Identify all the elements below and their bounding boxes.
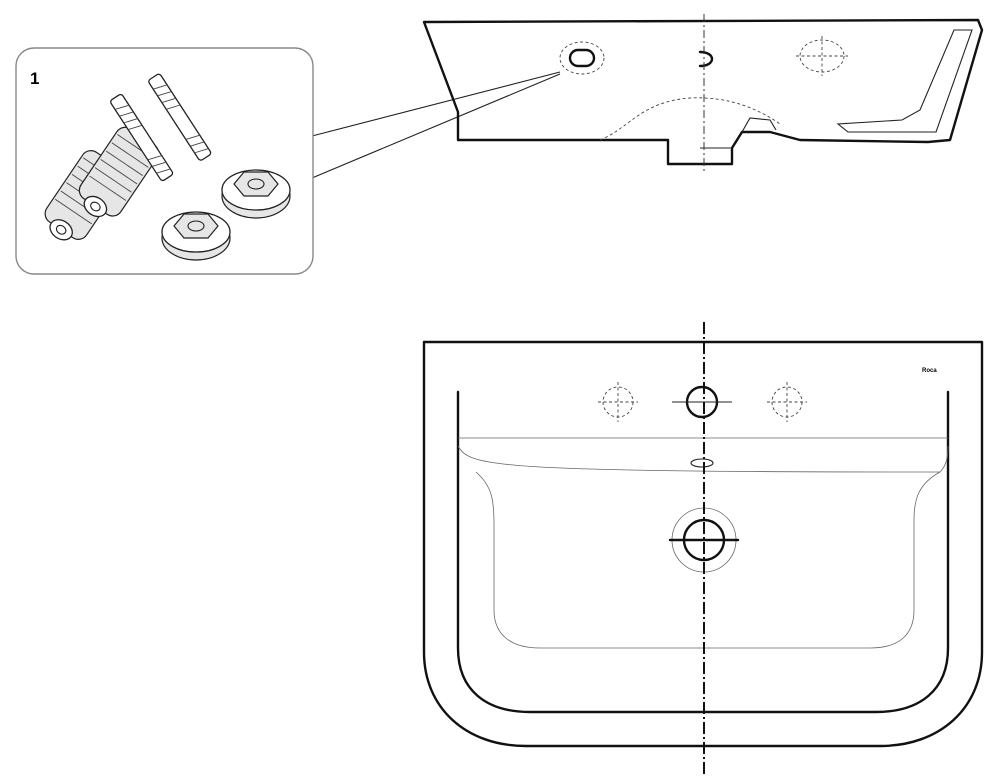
wall-plug-2	[78, 126, 159, 218]
side-view-outline	[422, 18, 984, 166]
threaded-rod-2	[148, 73, 212, 161]
side-view-fixing-hole	[559, 41, 605, 75]
top-view-ledge-curve	[457, 445, 949, 473]
side-view-optional-hole	[796, 36, 848, 76]
top-view-outer-rim	[422, 340, 984, 748]
top-view-optional-hole-left	[598, 382, 638, 422]
side-view-hidden-bowl	[599, 97, 781, 141]
top-view-overflow	[690, 458, 714, 468]
side-view-bowl-profile	[836, 29, 973, 133]
fixing-kit-callout: 1	[15, 47, 561, 275]
brand-mark: Roca	[922, 368, 937, 374]
callout-leader-upper	[311, 71, 561, 137]
threaded-rod-1	[110, 93, 174, 182]
top-view-tap-hole	[672, 385, 732, 419]
basin-side-view	[422, 14, 984, 172]
hex-nut-washer-1	[221, 169, 291, 219]
callout-number: 1	[30, 69, 39, 88]
top-view-optional-hole-right	[767, 382, 807, 422]
side-view-tap-hole	[698, 50, 714, 68]
callout-leader-lower	[311, 73, 561, 179]
hex-nut-washer-2	[161, 211, 231, 261]
basin-top-view: Roca	[422, 322, 984, 776]
